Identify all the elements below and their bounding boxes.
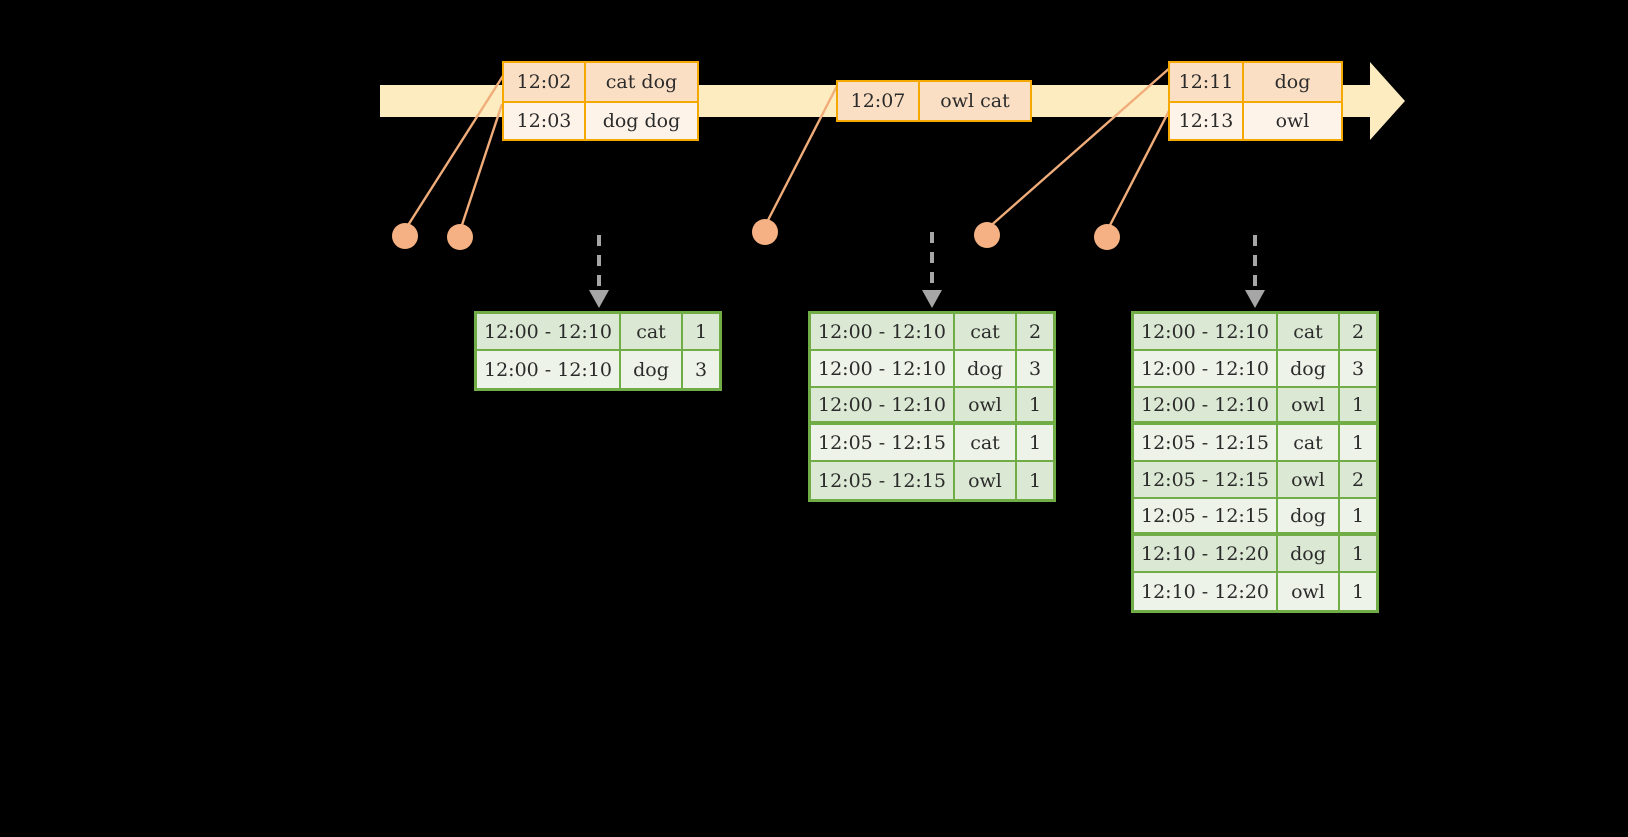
key-cell: owl [1278,573,1340,610]
key-cell: dog [1278,536,1340,573]
event-box-2[interactable]: 12:07 owl cat [836,80,1032,122]
event-value: cat dog [605,71,678,93]
connector-line-2 [458,103,504,232]
event-dot-1[interactable] [392,223,418,249]
event-time: 12:03 [504,103,586,139]
count-cell: 1 [1340,425,1376,462]
count-cell: 1 [1017,462,1053,499]
event-dot-3[interactable] [752,219,778,245]
event-dot-2[interactable] [447,224,473,250]
event-dot-5[interactable] [1094,224,1120,250]
key-cell: cat [621,314,683,351]
event-box-3[interactable]: 12:11 dog 12:13 owl [1168,61,1343,141]
arrow-head-icon [1245,290,1265,308]
event-time: 12:13 [1170,103,1244,139]
down-arrow-to-table-2 [922,232,942,308]
event-time: 12:11 [1170,63,1244,101]
count-cell: 1 [1340,573,1376,610]
key-cell: owl [1278,462,1340,499]
key-cell: owl [1278,388,1340,425]
count-cell: 2 [1017,314,1053,351]
window-cell: 12:00 - 12:10 [477,314,621,351]
connector-line-5 [1105,104,1174,232]
window-cell: 12:00 - 12:10 [1134,351,1278,388]
count-cell: 1 [1017,388,1053,425]
window-cell: 12:05 - 12:15 [1134,462,1278,499]
count-cell: 3 [683,351,719,388]
count-cell: 1 [1340,388,1376,425]
count-cell: 1 [1017,425,1053,462]
window-cell: 12:00 - 12:10 [811,314,955,351]
count-cell: 2 [1340,314,1376,351]
window-cell: 12:00 - 12:10 [1134,314,1278,351]
event-row[interactable]: 12:07 owl cat [838,82,1030,120]
arrow-head-icon [589,290,609,308]
window-cell: 12:00 - 12:10 [477,351,621,388]
key-cell: cat [955,425,1017,462]
event-box-1[interactable]: 12:02 cat dog 12:03 dog dog [502,61,699,141]
key-cell: cat [955,314,1017,351]
window-cell: 12:00 - 12:10 [811,351,955,388]
event-dot-4[interactable] [974,222,1000,248]
window-cell: 12:05 - 12:15 [811,462,955,499]
window-cell: 12:10 - 12:20 [1134,536,1278,573]
event-row[interactable]: 12:03 dog dog [504,101,697,139]
down-arrow-to-table-1 [589,235,609,308]
window-cell: 12:00 - 12:10 [811,388,955,425]
event-row[interactable]: 12:13 owl [1170,101,1341,139]
event-value: owl cat [940,90,1010,112]
count-cell: 3 [1340,351,1376,388]
key-cell: owl [955,462,1017,499]
key-cell: owl [955,388,1017,425]
count-cell: 1 [683,314,719,351]
window-cell: 12:00 - 12:10 [1134,388,1278,425]
count-cell: 3 [1017,351,1053,388]
event-value: dog [1274,71,1311,93]
key-cell: dog [955,351,1017,388]
key-cell: dog [1278,499,1340,536]
key-cell: dog [1278,351,1340,388]
window-cell: 12:05 - 12:15 [811,425,955,462]
window-cell: 12:05 - 12:15 [1134,425,1278,462]
arrow-head-icon [922,290,942,308]
event-row[interactable]: 12:11 dog [1170,63,1341,101]
count-cell: 2 [1340,462,1376,499]
event-row[interactable]: 12:02 cat dog [504,63,697,101]
key-cell: cat [1278,425,1340,462]
event-time: 12:07 [838,82,920,120]
count-cell: 1 [1340,536,1376,573]
timeline-arrow-head [1370,62,1405,140]
window-cell: 12:10 - 12:20 [1134,573,1278,610]
event-value: dog dog [602,110,681,132]
key-cell: dog [621,351,683,388]
count-cell: 1 [1340,499,1376,536]
window-cell: 12:05 - 12:15 [1134,499,1278,536]
event-value: owl [1275,110,1310,132]
key-cell: cat [1278,314,1340,351]
event-time: 12:02 [504,63,586,101]
down-arrow-to-table-3 [1245,235,1265,308]
